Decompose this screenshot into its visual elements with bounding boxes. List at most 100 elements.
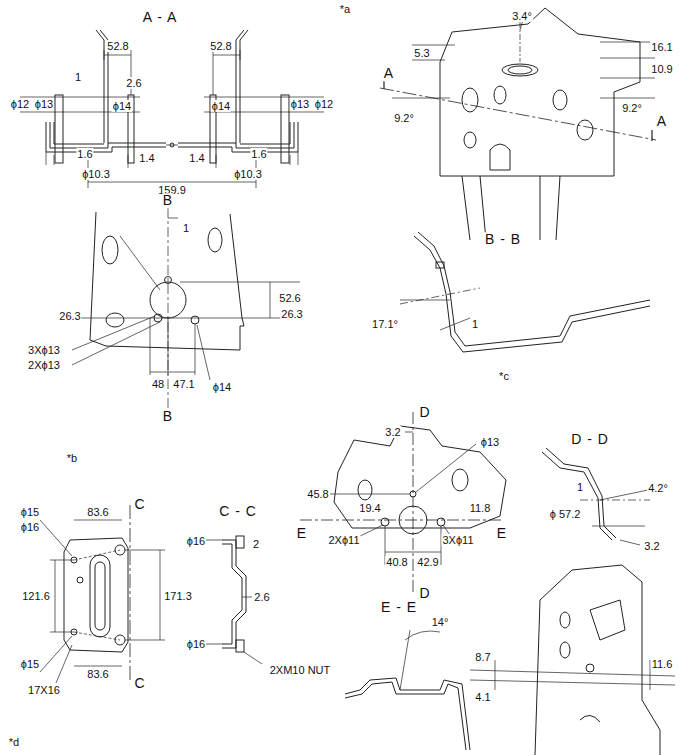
section-a-right-stroke	[213, 55, 240, 56]
dimension-label: 19.4	[358, 502, 381, 514]
reinforcement-plate-stroke	[50, 632, 74, 633]
reinforcement-plate-stroke	[56, 645, 72, 683]
reinforcement-plate	[40, 505, 165, 683]
bracket-view-e-stroke	[586, 664, 594, 672]
bracket-view-b-stroke	[195, 324, 196, 375]
section-a-right-stroke	[240, 122, 290, 144]
dimension-label: ϕ15	[20, 658, 40, 670]
reinforcement-plate-stroke	[125, 550, 165, 551]
dimension-label: 83.6	[86, 668, 109, 680]
bracket-view-d-stroke	[385, 552, 441, 553]
section-label: D	[418, 405, 431, 420]
reinforcement-plate-stroke	[125, 640, 165, 641]
bracket-view-b-stroke	[150, 372, 195, 373]
bracket-view-e	[470, 565, 675, 755]
dimension-label: 2Xϕ13	[27, 359, 61, 371]
section-b-stroke	[418, 232, 650, 346]
section-c-stroke	[236, 536, 244, 548]
bracket-view-e-stroke	[535, 565, 660, 755]
bracket-view-d-stroke	[405, 432, 413, 433]
bracket-view-a-stroke	[577, 120, 593, 140]
bracket-view-a-stroke	[553, 90, 567, 110]
dimension-label: ϕ12	[10, 98, 30, 110]
dimension-label: 26.3	[280, 308, 303, 320]
dimension-label: 2.6	[125, 77, 142, 89]
dimension-label: 1	[182, 222, 190, 234]
section-label: D	[418, 586, 431, 601]
section-a-left	[20, 30, 166, 188]
section-e-stroke	[405, 631, 440, 640]
bracket-view-b-stroke	[106, 313, 124, 327]
bracket-view-b-stroke	[180, 282, 300, 283]
section-e	[345, 630, 470, 750]
section-a-right-stroke	[236, 30, 244, 143]
reinforcement-plate-stroke	[74, 550, 120, 560]
bracket-view-b-stroke	[168, 218, 178, 219]
dimension-label: 1	[576, 481, 584, 493]
section-e-stroke	[400, 630, 410, 690]
dimension-label: ϕ16	[186, 535, 206, 547]
dimension-label: 8.7	[474, 651, 491, 663]
bracket-view-b-stroke	[90, 212, 244, 350]
bracket-view-d-stroke	[416, 444, 476, 492]
bracket-view-a-stroke	[494, 86, 506, 104]
dimension-label: 47.1	[172, 378, 195, 390]
bracket-view-a-stroke	[600, 42, 655, 43]
section-label: C	[133, 676, 146, 691]
section-a-right-stroke	[213, 50, 214, 95]
section-b	[400, 232, 650, 352]
bracket-view-e-stroke	[560, 612, 570, 628]
section-a-right	[178, 30, 324, 188]
bracket-view-b-stroke	[270, 282, 271, 318]
section-e-stroke	[345, 678, 470, 750]
bracket-view-a-stroke	[462, 176, 470, 240]
dimension-label: 45.8	[306, 488, 329, 500]
reinforcement-plate-stroke	[90, 555, 110, 637]
section-a-right-stroke	[298, 152, 299, 165]
section-a-left-stroke	[54, 155, 55, 165]
bracket-view-d-stroke	[300, 520, 502, 521]
dimension-label: 1.6	[76, 148, 93, 160]
dimension-label: 17X16	[27, 684, 61, 696]
dimension-label: 17.1°	[371, 318, 399, 330]
section-a-right-stroke	[281, 95, 289, 163]
dimension-label: 2Xϕ11	[327, 534, 360, 546]
section-a-right-stroke	[240, 30, 248, 143]
dimension-label: 14°	[431, 616, 450, 628]
reinforcement-plate-stroke	[74, 632, 120, 640]
section-c-stroke	[222, 544, 242, 644]
dimension-label: 1	[74, 71, 82, 83]
bracket-view-d-stroke	[437, 518, 445, 526]
bracket-view-a-stroke	[540, 176, 541, 240]
bracket-view-e-stroke	[470, 670, 675, 676]
section-label: C	[133, 497, 146, 512]
dimension-label: 9.2°	[393, 112, 415, 124]
dimension-label: 5.3	[413, 47, 430, 59]
section-a-left-stroke	[96, 30, 104, 143]
bracket-view-a-stroke	[412, 60, 445, 61]
section-c-stroke	[205, 644, 222, 645]
bracket-view-d-stroke	[330, 494, 410, 495]
bracket-view-a-stroke	[600, 58, 655, 59]
bracket-view-d-stroke	[452, 469, 468, 491]
section-a-right-stroke	[178, 122, 294, 148]
section-label: B - B	[484, 232, 522, 247]
dimension-label: ϕ13	[480, 436, 500, 448]
reinforcement-plate-stroke	[55, 560, 56, 632]
dimension-label: 16.1	[650, 41, 673, 53]
section-label: D - D	[570, 432, 610, 447]
bracket-view-d-stroke	[413, 412, 414, 592]
dimension-label: *c	[498, 370, 510, 382]
section-label: B	[162, 193, 174, 208]
section-d	[542, 448, 650, 545]
section-d-stroke	[546, 448, 616, 538]
dimension-label: 121.6	[21, 590, 51, 602]
bracket-view-e-stroke	[560, 642, 570, 658]
section-a-left-stroke	[55, 95, 63, 163]
section-label: E	[496, 526, 508, 541]
dimension-label: 40.8	[385, 556, 408, 568]
dimension-label: 3Xϕ11	[441, 534, 474, 546]
dimension-label: 1.4	[188, 152, 205, 164]
dimension-label: *a	[339, 3, 351, 15]
reinforcement-plate-stroke	[74, 666, 122, 667]
